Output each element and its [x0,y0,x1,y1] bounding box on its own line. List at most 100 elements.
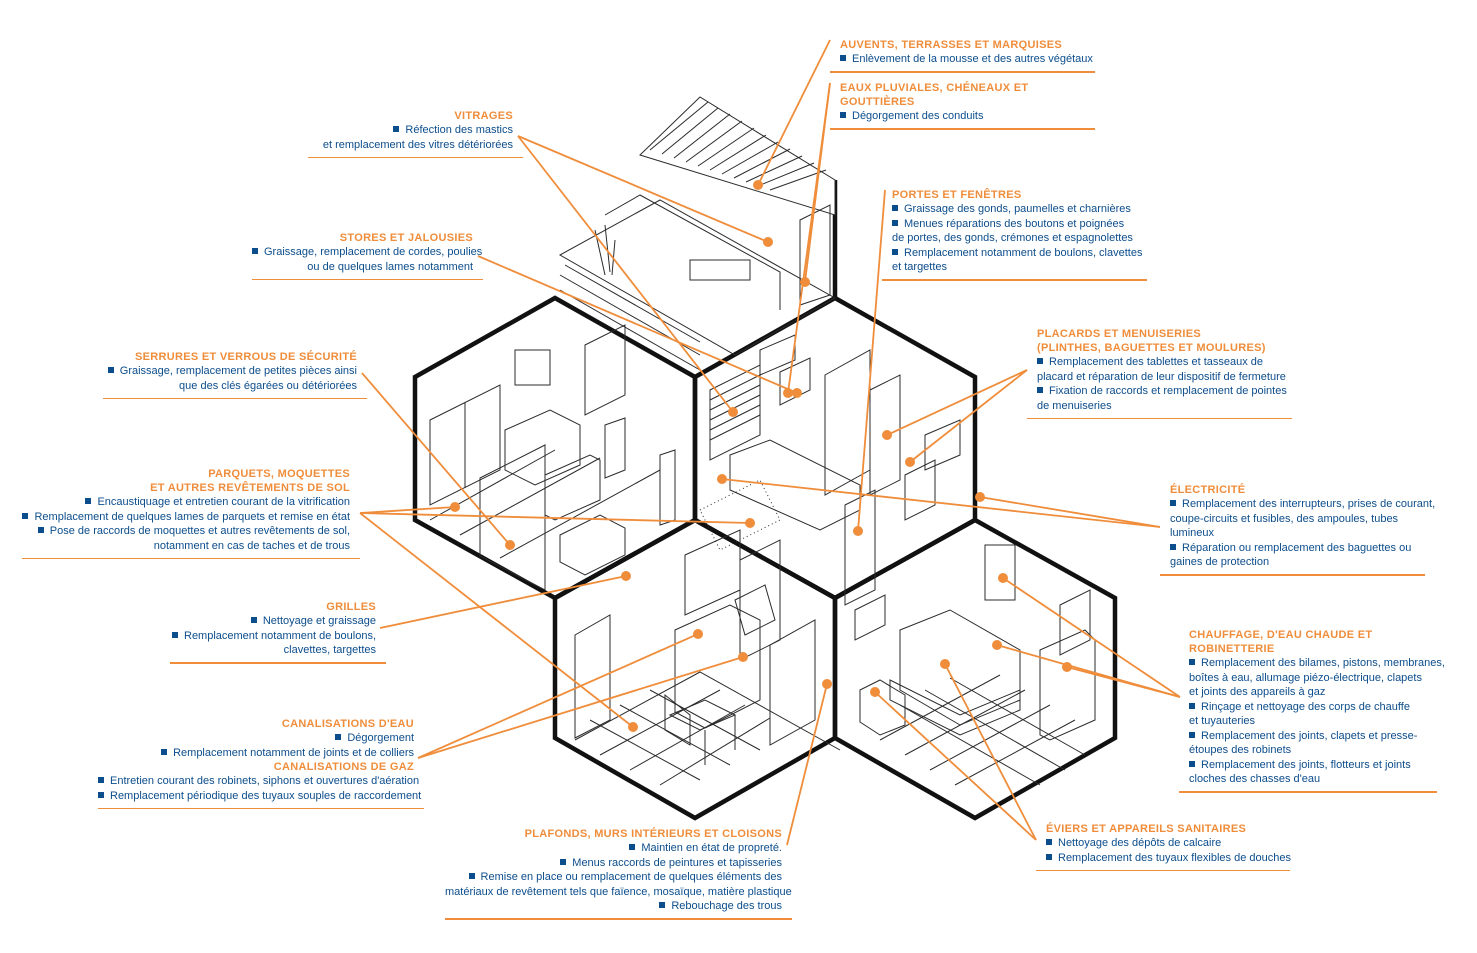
callout-text: Réfection des mastics [405,124,513,136]
callout-text: Pose de raccords de moquettes et autres … [49,525,350,537]
callout-title: ET AUTRES REVÊTEMENTS DE SOL [150,482,350,494]
leader-line [517,135,769,243]
callout-text: Remise en place ou remplacement de quelq… [480,871,782,883]
callout-title: PLAFONDS, MURS INTÉRIEURS ET CLOISONS [524,828,782,840]
callout-title: (PLINTHES, BAGUETTES ET MOULURES) [1037,342,1266,354]
callout-dot [753,180,763,190]
callout-text: Menus raccords de peintures et tapisseri… [572,856,782,869]
callout-dot [763,237,773,247]
leader-line [886,369,1028,436]
callout-line: Remplacement des tablettes et tasseaux d… [1037,355,1292,370]
callout-line: Menues réparations des boutons et poigné… [892,217,1147,232]
bullet-square-icon [98,777,104,783]
leader-line [979,496,1161,528]
callout-underline [98,807,424,809]
callout-auvents: AUVENTS, TERRASSES ET MARQUISES Enlèvemen… [830,38,1095,73]
callout-line: de menuiseries [1037,399,1292,414]
callout-text: et tuyauteries [1189,715,1256,727]
callout-text: Nettoyage des dépôts de calcaire [1058,837,1222,849]
callout-line: ou de quelques lames notamment [252,260,473,275]
bullet-square-icon [1189,702,1195,709]
bullet-square-icon [393,126,400,132]
callout-line: Nettoyage des dépôts de calcaire [1046,836,1290,851]
callout-line: et joints des appareils à gaz [1189,685,1437,700]
kitchen-outline [552,517,838,821]
bullet-square-icon [1189,760,1195,767]
callout-line: Remplacement des interrupteurs, prises d… [1170,497,1435,512]
callout-text: Enlèvement de la mousse et des autres vé… [852,53,1093,65]
bullet-square-icon [840,112,846,118]
callout-line: gaines de protection [1170,555,1425,570]
callout-dot [853,526,863,536]
callout-dot [621,571,631,581]
callout-line: lumineux [1170,526,1425,541]
callout-dot [450,502,460,512]
callout-line: Nettoyage et graissage [170,614,376,629]
bullet-square-icon [1170,543,1176,550]
leader-line [786,683,828,846]
leader-line [874,691,1037,841]
callout-title: STORES ET JALOUSIES [339,232,473,244]
callout-dot [717,474,727,484]
callout-title: CHAUFFAGE, D'EAU CHAUDE ET ROBINETTERIE [1189,629,1373,655]
callout-line: Graissage, remplacement de petites pièce… [103,364,357,379]
leader-line [909,369,1028,463]
callout-dot [822,679,832,689]
callout-text: Nettoyage et graissage [262,615,376,627]
leader-line [787,82,831,394]
bullet-square-icon [1170,500,1176,506]
callout-underline [1160,574,1425,576]
leader-line [1002,577,1181,698]
callout-line: boîtes à eau, allumage piézo-électrique,… [1189,671,1437,686]
callout-text: matériaux de revêtement tels que faïence… [445,885,792,898]
bullet-square-icon [560,858,567,865]
callout-text: de menuiseries [1037,399,1112,412]
callout-text: Menues réparations des boutons et poigné… [904,217,1125,230]
callout-title: EAUX PLUVIALES, CHÉNEAUX ET GOUTTIÈRES [840,82,1029,108]
callout-line: étoupes des robinets [1189,743,1437,758]
callout-title: ÉLECTRICITÉ [1170,484,1246,496]
callout-dot [998,573,1008,583]
leader-line [721,478,1161,528]
callout-text: Rinçage et nettoyage des corps de chauff… [1201,700,1410,713]
callout-text: Remplacement des interrupteurs, prises d… [1182,498,1436,510]
callout-line: Dégorgement des conduits [840,109,1095,124]
bedroom-outline [692,295,978,601]
bullet-square-icon [107,367,114,373]
callout-line: Rebouchage des trous [445,899,782,914]
callout-line: coupe-circuits et fusibles, des ampoules… [1170,512,1425,527]
callout-line: Remplacement des joints, clapets et pres… [1189,729,1437,744]
callout-title: VITRAGES [454,110,513,122]
callout-dot [975,492,985,502]
bullet-square-icon [172,631,178,638]
callout-text: Remplacement notamment de joints et de c… [173,746,414,759]
callout-text: Entretien courant des robinets, siphons … [110,775,420,787]
callout-electricite: ÉLECTRICITÉ Remplacement des interrupteur… [1160,483,1435,576]
callout-text: Fixation de raccords et remplacement de … [1049,385,1287,397]
callout-underline [1027,417,1292,419]
callout-dot [738,652,748,662]
callout-underline [830,128,1095,130]
callout-underline [1179,791,1437,793]
bullet-square-icon [892,248,898,255]
callout-title: AUVENTS, TERRASSES ET MARQUISES [840,39,1062,51]
callout-text: Remplacement des joints, flotteurs et jo… [1201,758,1411,771]
leader-line [359,512,634,728]
bullet-square-icon [892,219,898,226]
callout-text: Remplacement périodique des tuyaux soupl… [110,789,422,802]
callout-text: Maintien en état de propreté. [641,842,782,854]
callout-text: Remplacement des joints, clapets et pres… [1201,729,1418,742]
callout-line: Réparation ou remplacement des baguettes… [1170,541,1425,556]
callout-line: cloches des chasses d'eau [1189,772,1437,787]
callout-dot [792,388,802,398]
callout-line: Remplacement des joints, flotteurs et jo… [1189,758,1437,773]
callout-dot [693,629,703,639]
callout-line: Menus raccords de peintures et tapisseri… [445,856,782,871]
